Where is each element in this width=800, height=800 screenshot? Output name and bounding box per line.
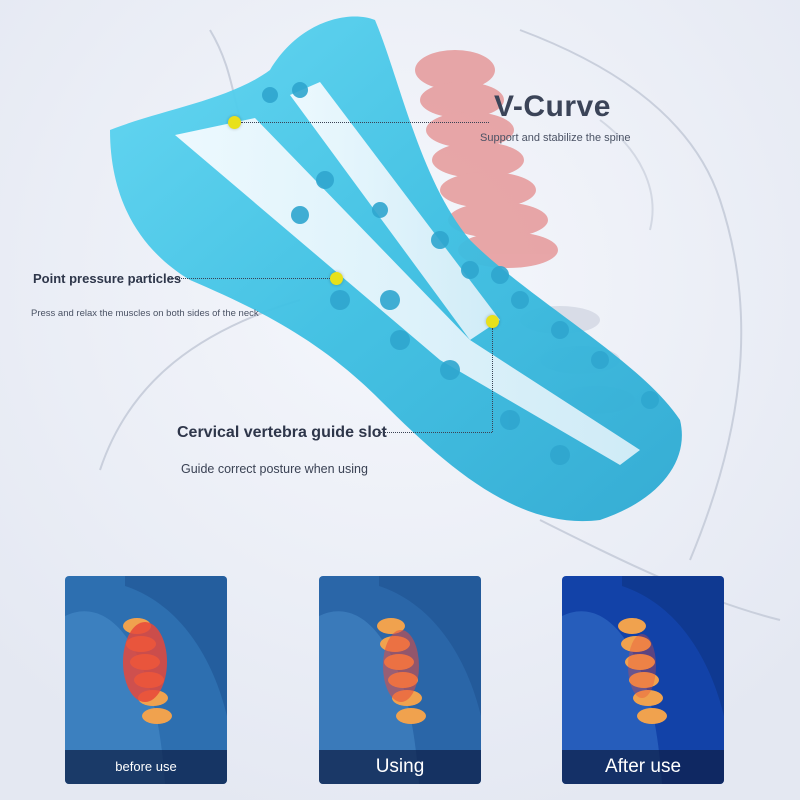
neck-xray-image — [319, 576, 481, 784]
neck-pillow — [110, 16, 682, 522]
card-caption: before use — [65, 750, 227, 784]
guide-title: Cervical vertebra guide slot — [177, 424, 387, 441]
guide-marker — [486, 315, 499, 328]
card-caption: After use — [562, 750, 724, 784]
v-curve-leader — [241, 122, 489, 123]
v-curve-title: V-Curve — [494, 90, 611, 123]
card-using: Using — [319, 576, 481, 784]
guide-leader-horizontal — [378, 432, 492, 433]
card-after-use: After use — [562, 576, 724, 784]
neck-xray-image — [562, 576, 724, 784]
pressure-title: Point pressure particles — [33, 271, 182, 286]
guide-subtitle: Guide correct posture when using — [181, 462, 368, 476]
spine-graphic — [415, 50, 558, 268]
neck-xray-image — [65, 576, 227, 784]
pressure-marker — [330, 272, 343, 285]
pressure-leader — [168, 278, 330, 279]
card-before-use: before use — [65, 576, 227, 784]
v-curve-marker — [228, 116, 241, 129]
pressure-subtitle: Press and relax the muscles on both side… — [31, 308, 259, 319]
card-caption: Using — [319, 750, 481, 784]
guide-leader-vertical — [492, 328, 493, 432]
v-curve-subtitle: Support and stabilize the spine — [480, 132, 631, 144]
